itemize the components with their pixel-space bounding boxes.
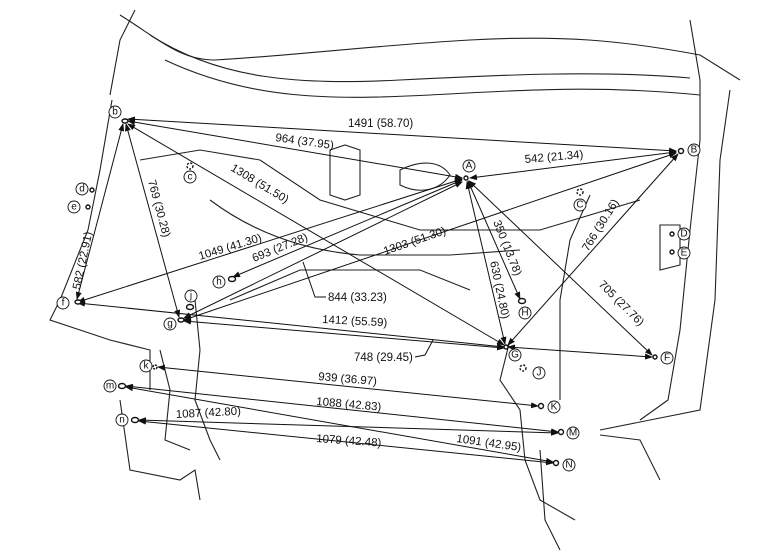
point-A: A <box>462 159 476 173</box>
point-k: k <box>139 359 153 373</box>
point-H: H <box>518 306 532 320</box>
dim-label-A-F: 705 (27.76) <box>596 279 646 329</box>
point-g: g <box>163 317 177 331</box>
dim-line-b-G <box>127 123 505 346</box>
dim-label-A-G: 630 (24.80) <box>487 260 511 320</box>
point-N: N <box>562 458 576 472</box>
point-h: h <box>212 275 226 289</box>
point-K: K <box>547 400 561 414</box>
dim-label-b-f: 582 (22.91) <box>71 230 95 290</box>
point-letter: d <box>79 184 85 195</box>
point-letter: N <box>565 460 572 471</box>
point-letter: f <box>62 298 65 309</box>
point-letter: A <box>466 161 473 172</box>
dim-label-g-B: 1303 (51.30) <box>382 225 448 258</box>
measurement-holes <box>74 118 685 467</box>
point-m: m <box>103 379 117 393</box>
dim-label-k-K: 939 (36.97) <box>318 371 378 388</box>
point-f: f <box>56 296 70 310</box>
dim-label-B-G: 766 (30.16) <box>580 197 621 253</box>
dim-line-b-g <box>124 123 181 318</box>
dim-line-m-N <box>125 385 554 464</box>
point-labels: b c d e f g j h k m n A B C D E F G H J … <box>56 105 701 472</box>
point-letter: h <box>216 277 222 288</box>
point-b: b <box>108 105 122 119</box>
point-letter: e <box>71 202 77 213</box>
point-letter: c <box>188 172 193 183</box>
dim-label-b-G: 1308 (51.50) <box>228 162 290 206</box>
point-E: E <box>677 246 691 260</box>
point-j: j <box>184 289 198 303</box>
dim-line-A-F <box>468 180 653 356</box>
vehicle-body-outline <box>49 9 741 551</box>
dim-line-g-G <box>183 318 505 351</box>
point-letter: G <box>511 350 519 361</box>
dim-label-n-M: 1087 (42.80) <box>176 406 242 421</box>
point-letter: D <box>680 229 687 240</box>
dim-label-n-N: 1079 (42.48) <box>316 433 382 450</box>
leader-748 <box>414 339 434 358</box>
dim-line-G-F <box>507 344 653 360</box>
dim-label-b-A: 964 (37.95) <box>275 132 335 152</box>
point-n: n <box>115 413 129 427</box>
point-letter: E <box>681 248 688 259</box>
dimension-labels: 1491 (58.70) 964 (37.95) 542 (21.34) 130… <box>71 115 646 454</box>
point-B: B <box>687 143 701 157</box>
point-letter: g <box>167 319 173 330</box>
point-letter: M <box>569 428 577 439</box>
point-letter: F <box>664 353 670 364</box>
dim-line-f-G <box>77 300 505 350</box>
point-letter: B <box>691 145 698 156</box>
point-letter: J <box>537 368 542 379</box>
dim-label-m-M: 1088 (42.83) <box>316 396 382 414</box>
point-M: M <box>566 426 580 440</box>
point-d: d <box>75 182 89 196</box>
point-letter: k <box>144 361 150 372</box>
dim-label-g-h: 844 (33.23) <box>328 292 387 304</box>
point-letter: b <box>112 107 118 118</box>
dim-label-b-B: 1491 (58.70) <box>348 118 413 130</box>
point-letter: j <box>189 291 192 302</box>
point-letter: C <box>576 200 583 211</box>
point-C: C <box>573 198 587 212</box>
dim-label-A-B: 542 (21.34) <box>524 149 584 166</box>
point-letter: K <box>551 402 558 413</box>
point-J: J <box>532 366 546 380</box>
point-D: D <box>677 227 691 241</box>
point-letter: H <box>521 308 528 319</box>
dim-label-f-G: 1412 (55.59) <box>322 314 388 329</box>
dimension-lines <box>75 116 679 466</box>
point-e: e <box>67 200 81 214</box>
point-F: F <box>660 351 674 365</box>
dim-label-g-G: 748 (29.45) <box>354 352 413 364</box>
leader-844 <box>302 261 326 298</box>
point-letter: m <box>106 381 114 392</box>
point-G: G <box>508 348 522 362</box>
point-c: c <box>183 170 197 184</box>
point-letter: n <box>119 415 125 426</box>
